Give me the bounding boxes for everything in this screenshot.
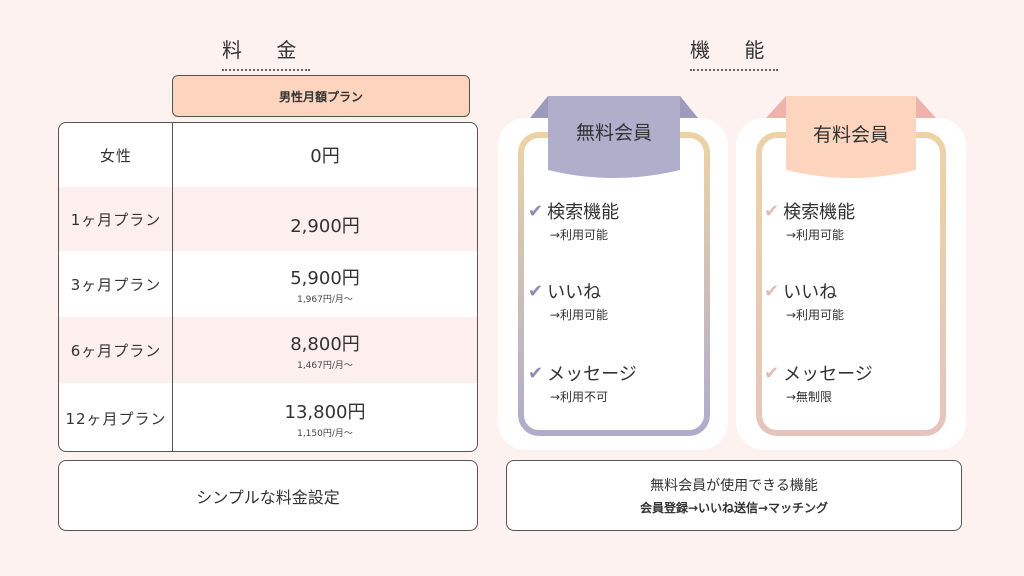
feature-status: →利用可能: [550, 308, 609, 322]
pricing-note: シンプルな料金設定: [58, 460, 478, 531]
paid-feature-like: ✔いいね →利用可能: [764, 278, 844, 323]
row-price: 5,900円: [290, 267, 360, 289]
row-label: 3ヶ月プラン: [70, 275, 162, 294]
check-icon: ✔: [528, 200, 544, 222]
table-row: 女性 0円: [59, 123, 477, 187]
check-icon: ✔: [764, 362, 780, 384]
table-row: 3ヶ月プラン 5,900円 1,967円/月〜: [59, 251, 477, 317]
check-icon: ✔: [764, 280, 780, 302]
free-ribbon-fold-right: [680, 96, 698, 118]
row-price: 0円: [310, 146, 340, 167]
table-row: 12ヶ月プラン 13,800円 1,150円/月〜: [59, 383, 477, 451]
features-note-title: 無料会員が使用できる機能: [650, 478, 818, 494]
feature-name: 検索機能: [783, 202, 856, 223]
row-label: 1ヶ月プラン: [70, 210, 162, 229]
paid-ribbon-fold-left: [766, 96, 786, 118]
feature-status: →無制限: [786, 390, 833, 404]
row-price: 8,800円: [290, 333, 360, 355]
feature-status: →利用可能: [786, 228, 845, 242]
row-price: 13,800円: [284, 401, 366, 423]
table-row: 1ヶ月プラン 2,900円: [59, 187, 477, 251]
table-divider: [172, 123, 173, 451]
feature-name: メッセージ: [783, 364, 873, 385]
feature-status: →利用可能: [550, 228, 609, 242]
row-price: 2,900円: [290, 216, 360, 237]
free-card-title: 無料会員: [575, 122, 652, 144]
free-feature-message: ✔メッセージ →利用不可: [528, 360, 637, 405]
feature-name: いいね: [547, 282, 602, 303]
row-label: 女性: [99, 146, 132, 165]
check-icon: ✔: [528, 280, 544, 302]
row-monthly-price: 1,150円/月〜: [297, 428, 353, 439]
check-icon: ✔: [764, 200, 780, 222]
table-row: 6ヶ月プラン 8,800円 1,467円/月〜: [59, 317, 477, 383]
paid-ribbon-fold-right: [916, 96, 936, 118]
pricing-note-text: シンプルな料金設定: [196, 487, 340, 507]
row-monthly-price: 1,467円/月〜: [297, 360, 353, 371]
paid-feature-message: ✔メッセージ →無制限: [764, 360, 873, 405]
check-icon: ✔: [528, 362, 544, 384]
feature-status: →利用可能: [786, 308, 845, 322]
feature-status: →利用不可: [550, 390, 609, 404]
feature-name: 検索機能: [547, 202, 620, 223]
feature-name: いいね: [783, 282, 838, 303]
male-monthly-plan-header: 男性月額プラン: [172, 75, 470, 117]
row-label: 6ヶ月プラン: [70, 341, 162, 360]
paid-ribbon: [786, 96, 916, 178]
paid-feature-search: ✔検索機能 →利用可能: [764, 198, 855, 243]
row-label: 12ヶ月プラン: [65, 409, 167, 428]
free-feature-search: ✔検索機能 →利用可能: [528, 198, 619, 243]
free-feature-like: ✔いいね →利用可能: [528, 278, 608, 323]
price-table: 女性 0円 1ヶ月プラン 2,900円 3ヶ月プラン 5,900円 1,967円/…: [58, 122, 478, 452]
features-heading: 機 能: [690, 34, 779, 71]
paid-card-title: 有料会員: [812, 124, 889, 146]
pricing-heading: 料 金: [222, 34, 311, 71]
feature-name: メッセージ: [547, 364, 637, 385]
row-monthly-price: 1,967円/月〜: [297, 294, 353, 305]
features-note: 無料会員が使用できる機能 会員登録→いいね送信→マッチング: [506, 460, 962, 531]
free-ribbon-fold-left: [530, 96, 548, 118]
free-ribbon: [548, 96, 680, 178]
features-note-flow: 会員登録→いいね送信→マッチング: [639, 501, 829, 515]
